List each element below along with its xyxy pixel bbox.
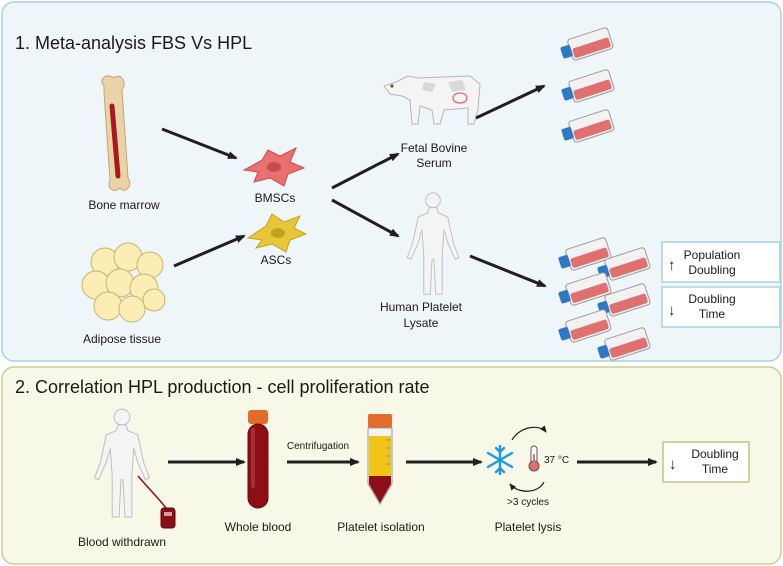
hpl-label-line2: Lysate xyxy=(404,316,439,330)
cycle-arrow-top xyxy=(511,425,547,441)
panel1-title: 1. Meta-analysis FBS Vs HPL xyxy=(15,33,252,53)
adipose-tissue-label: Adipose tissue xyxy=(83,332,161,346)
cow-icon xyxy=(383,75,481,125)
ascs-label: ASCs xyxy=(261,253,292,267)
population-doubling-line2: Doubling xyxy=(688,263,735,277)
centrifugation-label: Centrifugation xyxy=(287,441,349,452)
snowflake-icon xyxy=(486,444,514,476)
platelet-lysis-label: Platelet lysis xyxy=(495,520,562,534)
result-box-doubling-time-2 xyxy=(662,441,750,483)
centrifuge-tube-icon xyxy=(367,414,393,505)
bone-marrow-label: Bone marrow xyxy=(88,198,160,212)
bone-icon xyxy=(101,75,131,191)
temperature-label: 37 °C xyxy=(544,455,569,466)
asc-cell-icon xyxy=(246,213,308,253)
adipose-tissue-icon xyxy=(81,242,166,323)
up-arrow-icon: ↑ xyxy=(668,257,676,274)
hpl-label-line1: Human Platelet xyxy=(380,300,463,314)
fbs-label-line2: Serum xyxy=(416,156,451,170)
arrow-fbs-to-flasks xyxy=(475,84,546,120)
cycle-arrow-bottom xyxy=(509,481,545,492)
cycles-label: >3 cycles xyxy=(507,497,549,508)
blood-line xyxy=(137,475,167,509)
whole-blood-label: Whole blood xyxy=(225,520,292,534)
blood-tube-icon xyxy=(247,410,269,509)
doubling-time-line2: Time xyxy=(702,462,729,476)
arrow-hpl-to-flasks xyxy=(469,254,547,288)
blood-withdrawn-label: Blood withdrawn xyxy=(78,535,166,549)
arrow-bone-to-bmsc xyxy=(161,127,238,160)
result-box-population-doubling xyxy=(661,241,781,283)
thermometer-icon xyxy=(528,445,540,472)
arrow-adipose-to-asc xyxy=(173,234,246,268)
doubling-time-line2: Time xyxy=(699,307,726,321)
doubling-time-line1: Doubling xyxy=(691,447,738,461)
panel2-title: 2. Correlation HPL production - cell pro… xyxy=(15,377,430,397)
arrow-cells-to-fbs xyxy=(331,152,400,190)
down-arrow-icon: ↓ xyxy=(668,302,676,319)
population-doubling-line1: Population xyxy=(684,248,741,262)
down-arrow-icon: ↓ xyxy=(669,456,677,473)
result-box-doubling-time xyxy=(661,286,781,328)
doubling-time-line1: Doubling xyxy=(688,292,735,306)
arrow-cells-to-hpl xyxy=(331,198,400,238)
platelet-isolation-label: Platelet isolation xyxy=(337,520,424,534)
fbs-label-line1: Fetal Bovine xyxy=(401,141,468,155)
blood-bag-icon xyxy=(160,507,176,529)
bmsc-cell-icon xyxy=(242,146,306,187)
bmscs-label: BMSCs xyxy=(255,191,296,205)
